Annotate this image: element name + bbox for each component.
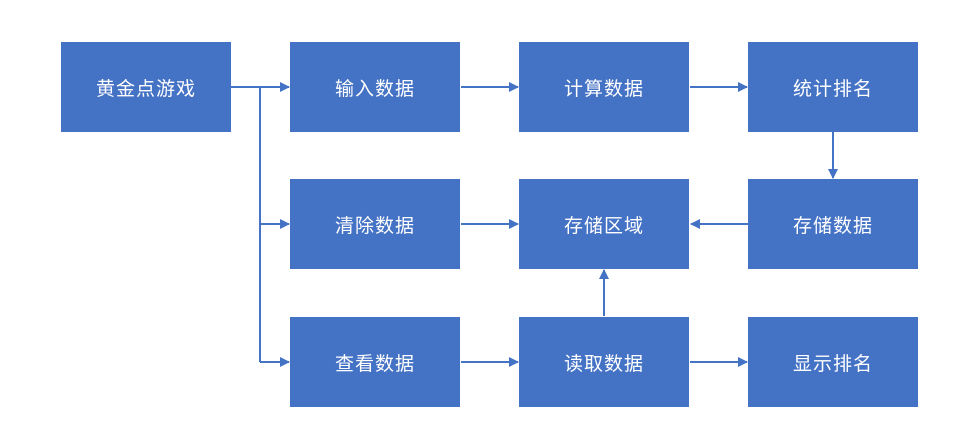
node-compute-label: 计算数据 [563, 77, 644, 100]
node-input-label: 输入数据 [334, 77, 415, 100]
node-clear-label: 清除数据 [334, 214, 415, 237]
node-region: 存储区域 [519, 179, 689, 269]
node-read: 读取数据 [519, 317, 689, 407]
node-rank-label: 统计排名 [792, 77, 873, 100]
node-view: 查看数据 [290, 317, 460, 407]
node-clear: 清除数据 [290, 179, 460, 269]
node-store-label: 存储数据 [792, 214, 873, 237]
node-view-label: 查看数据 [334, 352, 415, 375]
node-read-label: 读取数据 [563, 352, 644, 375]
node-show-label: 显示排名 [792, 352, 873, 375]
node-game-label: 黄金点游戏 [95, 77, 196, 100]
node-game: 黄金点游戏 [61, 42, 231, 132]
node-store: 存储数据 [748, 179, 918, 269]
node-show: 显示排名 [748, 317, 918, 407]
node-compute: 计算数据 [519, 42, 689, 132]
node-input: 输入数据 [290, 42, 460, 132]
node-region-label: 存储区域 [563, 214, 644, 237]
node-rank: 统计排名 [748, 42, 918, 132]
